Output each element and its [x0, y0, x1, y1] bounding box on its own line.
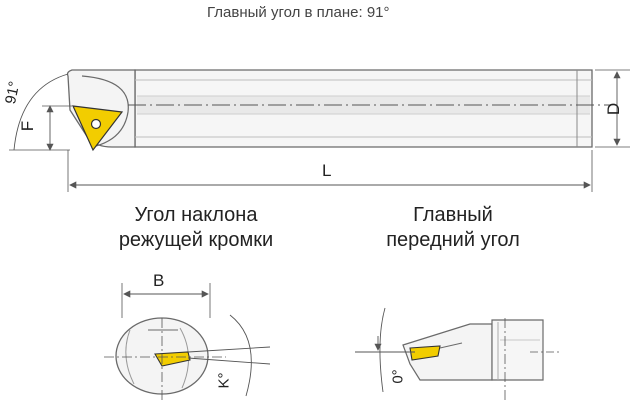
inclination-caption-line1: Угол наклона	[134, 204, 258, 226]
end-view	[104, 283, 271, 401]
inclination-caption: Угол наклона режущей кромки	[86, 203, 306, 253]
rake-view-insert	[409, 345, 441, 361]
f-label: F	[18, 120, 38, 132]
rake-caption-line1: Главный	[413, 204, 493, 226]
rake-caption-line2: передний угол	[386, 229, 520, 251]
d-dimension	[595, 69, 630, 148]
k-label: K°	[215, 372, 233, 389]
end-view-insert	[154, 351, 191, 367]
rake-view	[355, 307, 560, 401]
rake-caption: Главный передний угол	[348, 203, 558, 253]
boring-bar-side-view	[66, 69, 610, 152]
l-label: L	[322, 161, 332, 180]
inclination-caption-line2: режущей кромки	[118, 229, 274, 251]
o-label: 0°	[389, 369, 407, 384]
d-label: D	[604, 102, 624, 116]
l-dimension	[67, 150, 593, 192]
page-title: Главный угол в плане: 91°	[207, 4, 390, 21]
b-label: B	[153, 271, 165, 290]
f-dimension	[42, 105, 72, 151]
approach-angle-dimension	[9, 73, 70, 151]
insert-screw	[90, 118, 102, 130]
